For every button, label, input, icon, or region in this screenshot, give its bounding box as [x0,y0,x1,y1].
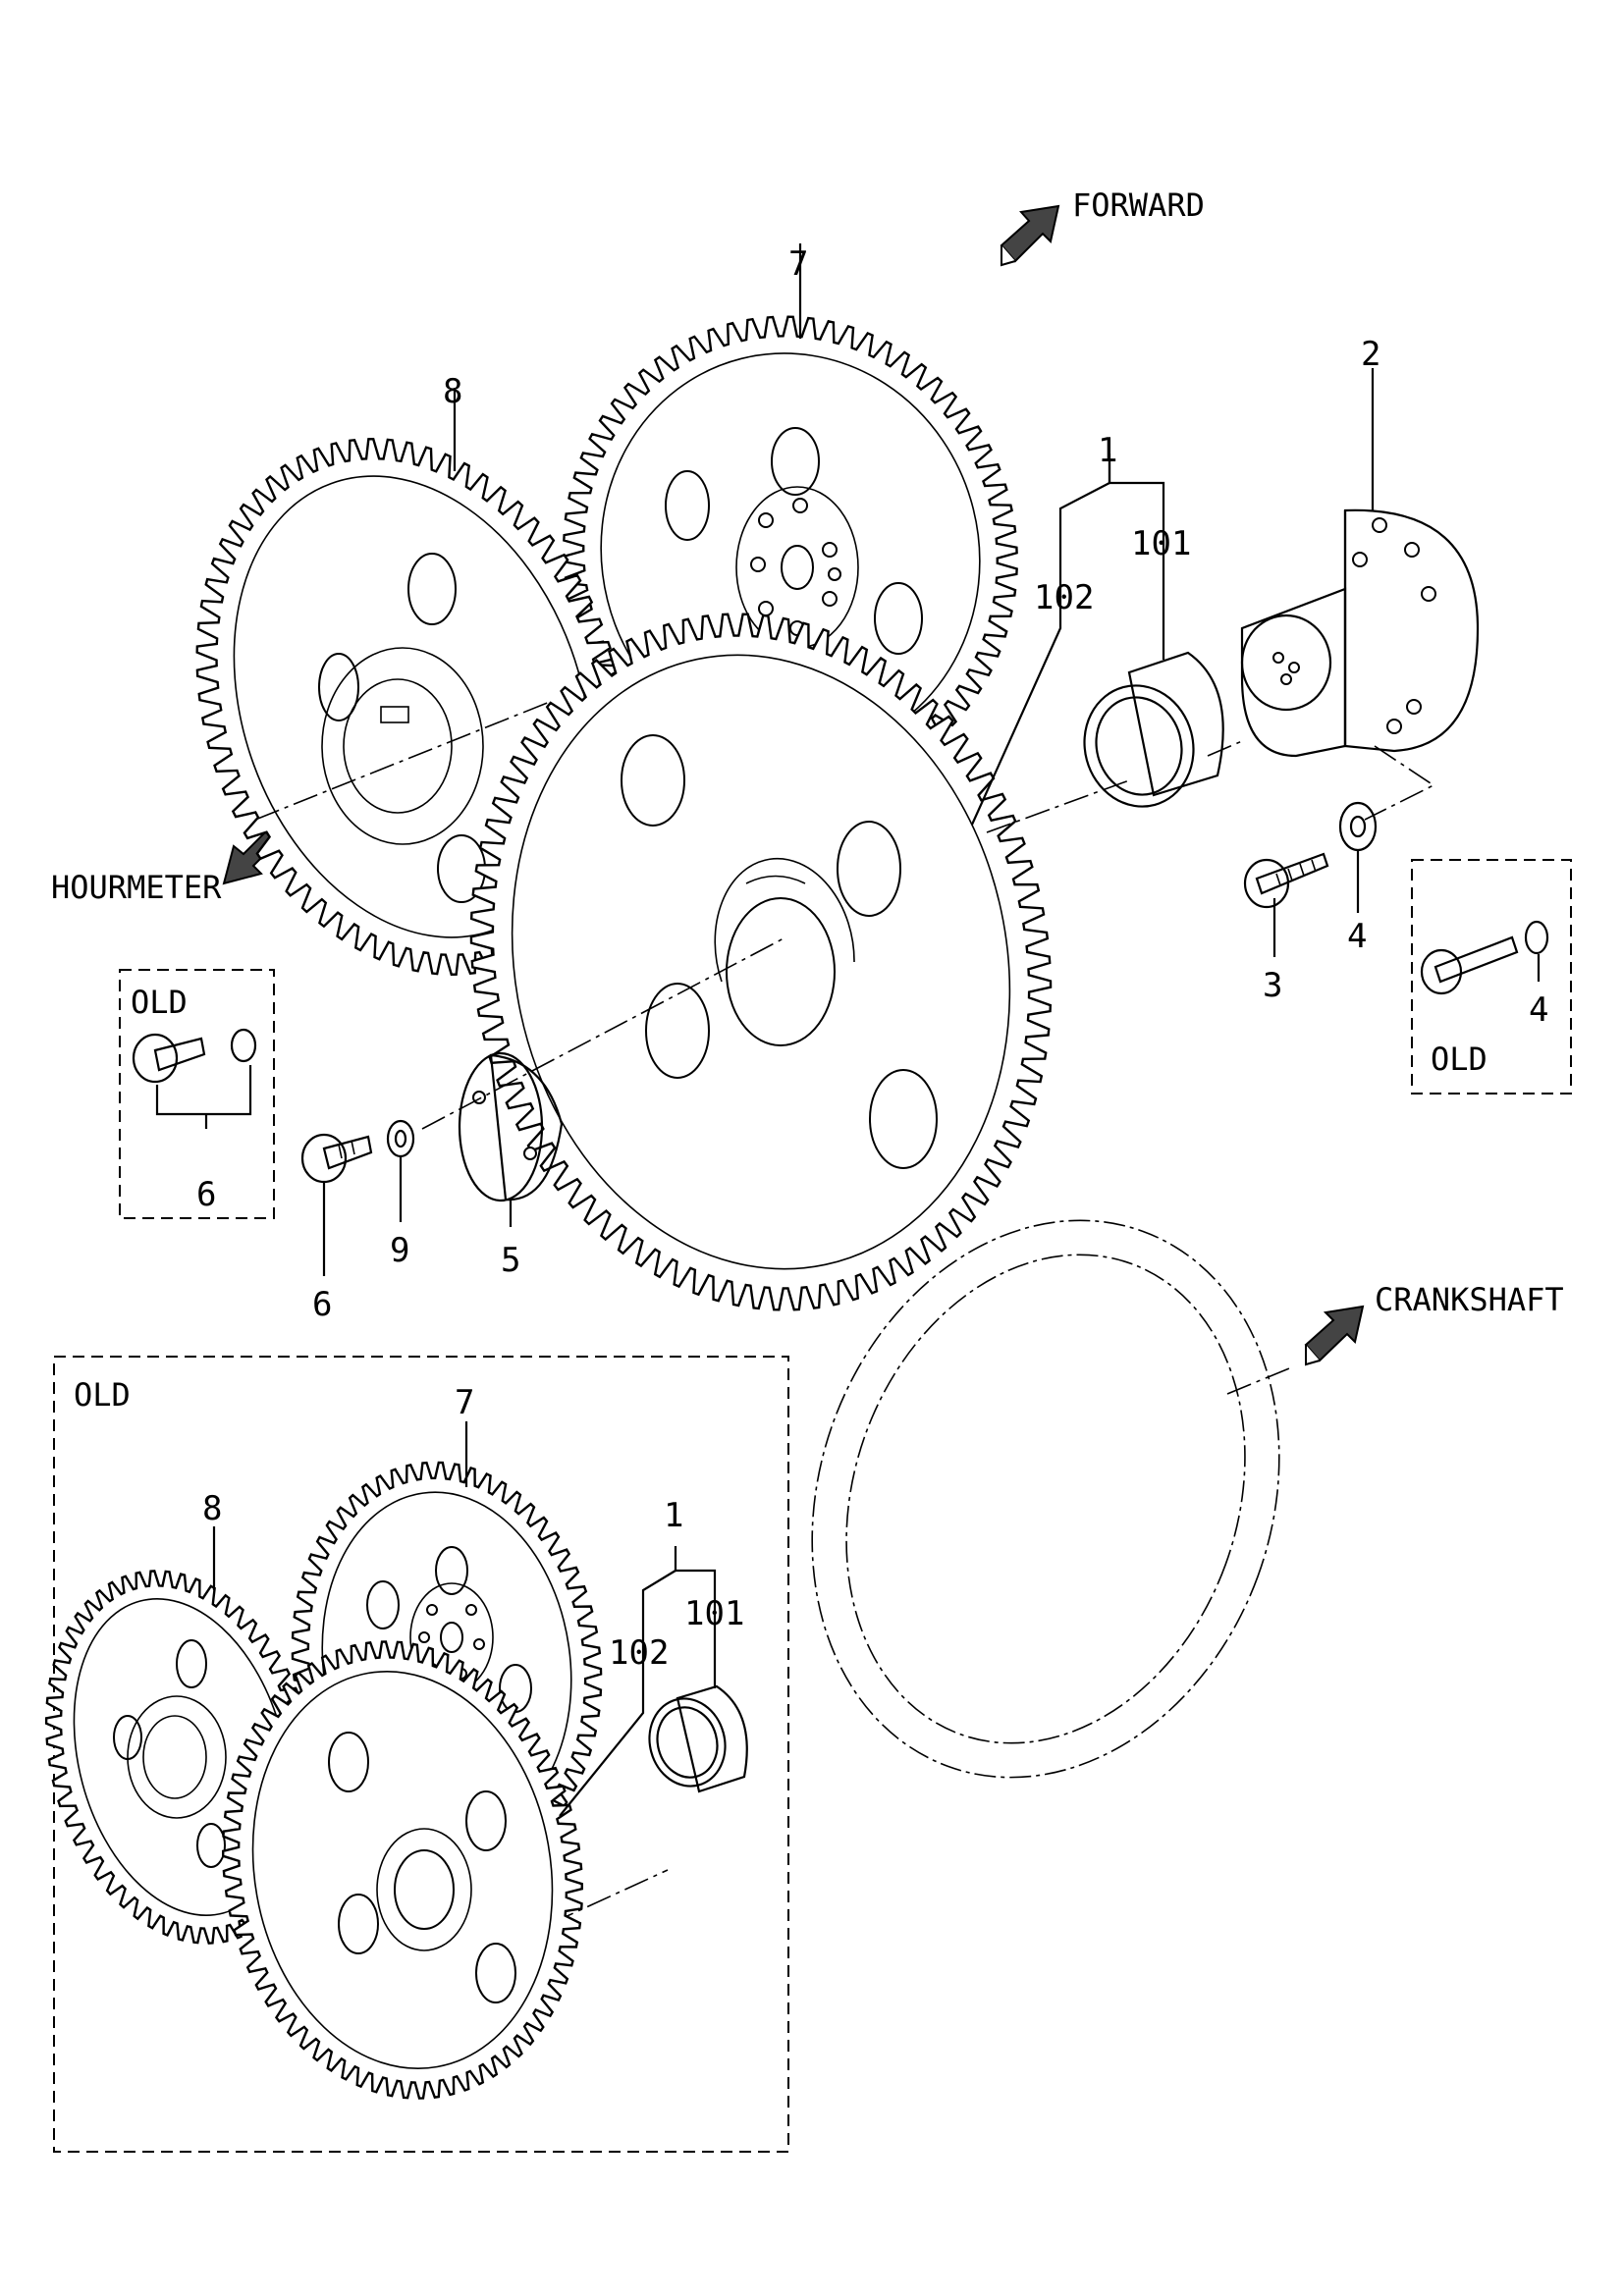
old-box-right: 4 OLD [1411,859,1572,1095]
callout-1: 1 [1098,431,1117,470]
gear-shaft-2 [1240,508,1480,758]
bolt-3 [1243,852,1329,909]
gear-7-detail [665,427,923,759]
leader-lines [322,243,1375,1276]
callout-9: 9 [390,1231,409,1270]
old-label-left: OLD [131,984,188,1021]
callout-5: 5 [501,1241,520,1280]
old-main-gear-detail [328,1732,516,2003]
crankshaft-arrow-icon [1304,1305,1365,1366]
main-gear-detail [621,734,938,1169]
callout-4-old: 4 [1529,990,1548,1030]
bushing-101 [1083,651,1224,808]
old-callout-7: 7 [455,1383,474,1422]
callout-4: 4 [1347,917,1367,956]
old-box-left: OLD 6 [119,969,275,1219]
alignment-lines [254,701,1435,1925]
forward-label: FORWARD [1072,187,1205,224]
washer-4 [1338,801,1378,852]
callout-3: 3 [1263,966,1282,1005]
old-gear-assembly-box: OLD [53,1356,789,2153]
callout-6: 6 [312,1285,332,1324]
callout-102: 102 [1034,578,1094,617]
old-callout-1: 1 [664,1496,683,1535]
crankshaft-label: CRANKSHAFT [1375,1281,1564,1318]
old-callout-8: 8 [202,1489,222,1528]
bolt-6 [300,1133,373,1184]
callout-8: 8 [443,372,462,411]
crankshaft-gear-ring [811,1219,1280,1779]
old-label-right: OLD [1431,1041,1488,1078]
old-gear-8-detail [113,1639,227,1868]
old-main-gear-teeth-rim [251,1670,554,2070]
callout-2: 2 [1361,335,1380,374]
old-callout-101: 101 [684,1594,744,1633]
callout-101: 101 [1131,524,1191,563]
old-label-gears: OLD [74,1376,131,1414]
washer-9 [386,1119,415,1158]
old-leader-lines [212,1421,717,1817]
main-gear-teeth-rim [511,654,1011,1270]
callout-6-old: 6 [196,1175,216,1214]
hourmeter-label: HOURMETER [51,869,222,906]
gear-8-detail [318,553,486,903]
old-bushing-101 [648,1684,748,1793]
forward-arrow-icon [1000,204,1060,267]
old-callout-102: 102 [609,1633,669,1673]
thrust-plate-5 [458,1051,564,1202]
callout-7: 7 [788,244,808,284]
